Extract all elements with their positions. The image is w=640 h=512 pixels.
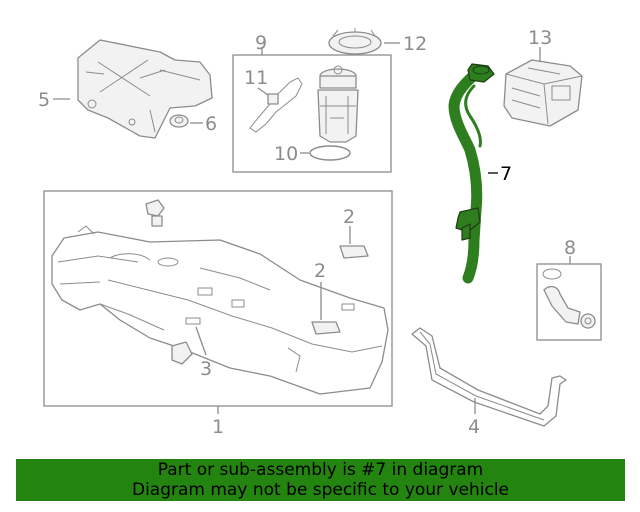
callout-11: 11 <box>244 67 268 89</box>
hose-part[interactable] <box>542 268 596 329</box>
callout-7: 7 <box>500 163 512 185</box>
fuel-tank-part[interactable] <box>51 225 389 395</box>
retainer-part[interactable] <box>171 317 201 365</box>
tank-strap-part[interactable] <box>411 327 567 427</box>
heat-shield-part[interactable] <box>77 39 213 139</box>
fuel-pump-part[interactable] <box>317 65 359 143</box>
callout-13: 13 <box>528 27 552 49</box>
banner-line-1: Part or sub-assembly is #7 in diagram <box>157 460 484 480</box>
callout-8: 8 <box>564 237 576 259</box>
pump-module-box <box>232 54 392 173</box>
lock-ring-part[interactable] <box>328 28 382 55</box>
callout-4: 4 <box>468 416 480 438</box>
pad-upper-part[interactable] <box>339 245 369 259</box>
callout-6: 6 <box>205 113 217 135</box>
parts-diagram: 5 6 9 11 10 12 13 <box>38 27 602 438</box>
grommet-part[interactable] <box>169 114 189 128</box>
banner-line-2: Diagram may not be specific to your vehi… <box>131 480 509 500</box>
vent-valve-part[interactable] <box>145 199 165 227</box>
hose-box <box>536 263 602 341</box>
oring-part[interactable] <box>309 145 351 161</box>
callout-5: 5 <box>38 89 50 111</box>
fuel-filler-pipe-part[interactable] <box>448 63 495 284</box>
callout-1: 1 <box>212 416 224 438</box>
callout-3: 3 <box>200 358 212 380</box>
pad-lower-part[interactable] <box>311 321 341 335</box>
callout-9: 9 <box>255 32 267 54</box>
fitment-banner: Part or sub-assembly is #7 in diagram Di… <box>16 459 625 501</box>
fuel-level-sensor-part[interactable] <box>249 77 303 133</box>
callout-2-upper: 2 <box>343 206 355 228</box>
callout-2-lower: 2 <box>314 260 326 282</box>
control-module-part[interactable] <box>503 59 583 127</box>
callout-10: 10 <box>274 143 298 165</box>
callout-12: 12 <box>403 33 427 55</box>
